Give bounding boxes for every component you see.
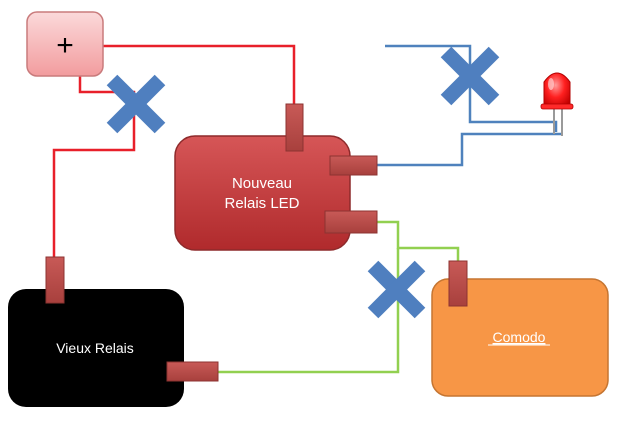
wire-plus-to-old-relay (52, 76, 136, 258)
x-mark-icon (440, 46, 500, 106)
new-relay-top-terminal (285, 103, 304, 152)
new-relay-box: Nouveau Relais LED (174, 135, 351, 251)
old-relay-label: Vieux Relais (56, 340, 134, 356)
new-relay-right-terminal-upper (329, 155, 378, 176)
new-relay-label-line1: Nouveau (232, 175, 292, 192)
wire-blue-old-led (385, 44, 558, 132)
x-mark-icon (106, 74, 166, 134)
x-mark-icon (367, 260, 426, 319)
comodo-top-terminal (448, 260, 468, 307)
old-relay-top-terminal (45, 256, 65, 304)
wire-plus-to-new-relay (102, 44, 296, 106)
plus-label: + (56, 29, 74, 62)
blue-wires (376, 44, 562, 167)
comodo-box: Comodo (431, 278, 609, 397)
wire-blue-new-relay-led (376, 132, 562, 167)
old-relay-box: Vieux Relais (8, 289, 184, 407)
wire-green-new-relay-comodo (376, 220, 460, 262)
new-relay-label-line2: Relais LED (224, 195, 299, 212)
comodo-label: Comodo (493, 329, 546, 345)
old-relay-right-terminal (166, 361, 219, 382)
new-relay-right-terminal-lower (324, 210, 378, 234)
plus-terminal-box: + (26, 11, 104, 77)
red-led-icon (540, 72, 574, 136)
